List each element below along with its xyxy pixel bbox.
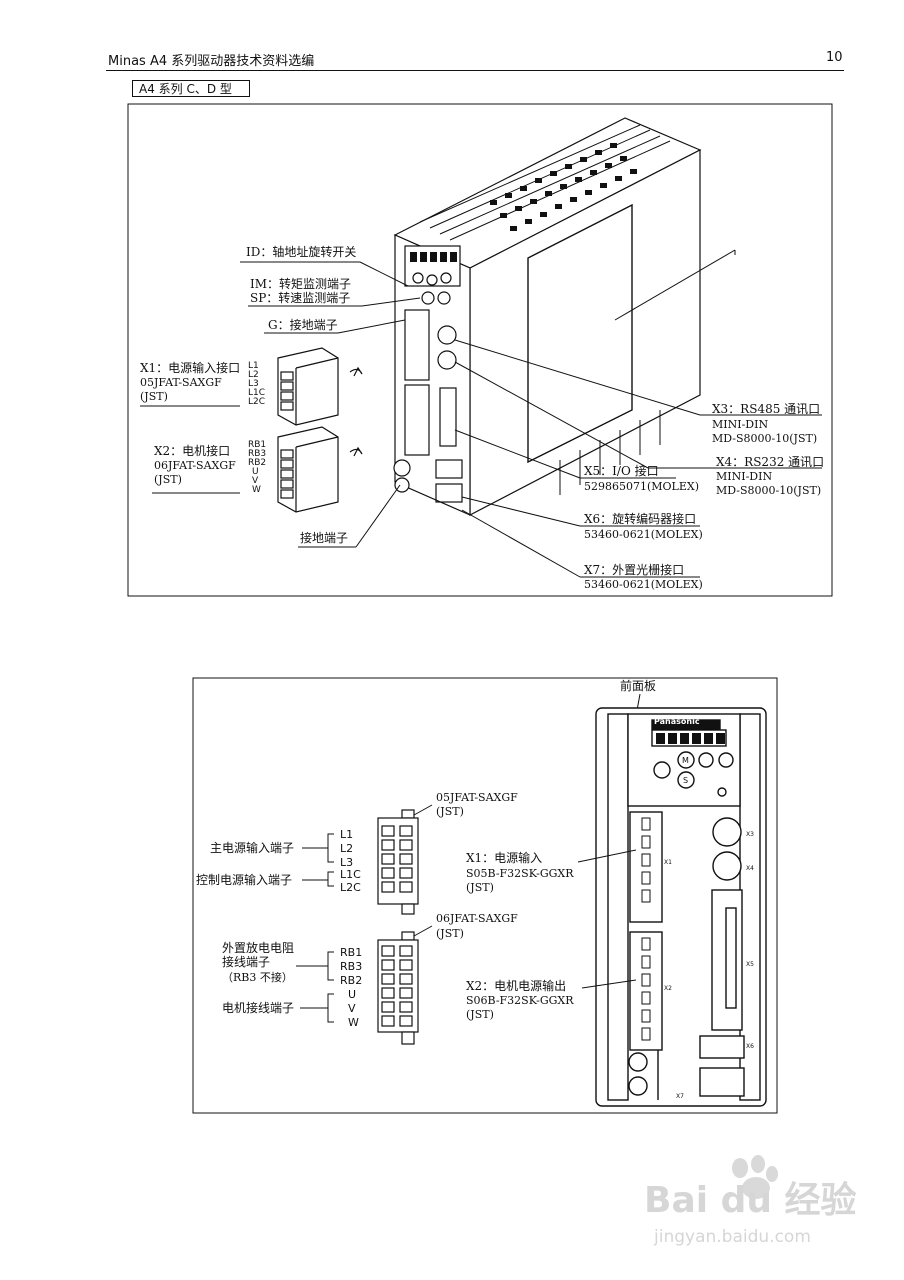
label-x2-title: X2：电机接口 bbox=[154, 443, 230, 458]
x1-pin-label: L3 bbox=[248, 379, 259, 389]
watermark-text: Bai du 经验 bbox=[644, 1180, 857, 1221]
conn2-pin-label: RB1 bbox=[340, 946, 362, 959]
x2-pin-label: W bbox=[252, 485, 261, 495]
label-x2-maker: (JST) bbox=[154, 473, 182, 486]
drive-isometric bbox=[393, 117, 702, 516]
conn2-pin-label: RB2 bbox=[340, 974, 362, 987]
label-im-terminal: IM：转矩监测端子 bbox=[250, 276, 351, 291]
conn1-pin-list: L1 L2 L3 L1C L2C bbox=[340, 828, 361, 894]
label-regen-line3: （RB3 不接） bbox=[222, 971, 293, 984]
x1-pin-label: L2 bbox=[248, 370, 259, 380]
conn2-pin-list: RB1 RB3 RB2 U V W bbox=[340, 946, 362, 1029]
conn1-pin-label: L3 bbox=[340, 856, 353, 869]
x2-pin-list: RB1 RB3 RB2 U V W bbox=[248, 440, 266, 495]
label-x1-title: X1：电源输入接口 bbox=[140, 360, 240, 375]
page-number: 10 bbox=[826, 50, 843, 65]
label-x5-title: X5：I/O 接口 bbox=[584, 463, 659, 478]
conn1-pin-label: L2 bbox=[340, 842, 353, 855]
label-f2-x1-part: S05B-F32SK-GGXR bbox=[466, 867, 574, 880]
label-f2-x2-maker: (JST) bbox=[466, 1008, 494, 1021]
x4-mark: X4 bbox=[746, 865, 754, 872]
figure2-frame bbox=[192, 677, 778, 1114]
label-x1-part: 05JFAT-SAXGF bbox=[140, 376, 222, 389]
watermark-logo: Bai du 经验 jingyan.baidu.com bbox=[644, 1155, 857, 1247]
x2-pin-label: RB2 bbox=[248, 458, 266, 468]
label-x6-title: X6：旋转编码器接口 bbox=[584, 511, 696, 526]
label-id-switch: ID：轴地址旋转开关 bbox=[246, 244, 356, 259]
label-x6-part: 53460-0621(MOLEX) bbox=[584, 528, 703, 541]
label-f2-x1-maker: (JST) bbox=[466, 881, 494, 894]
label-f2-x2-title: X2：电机电源输出 bbox=[466, 978, 566, 993]
figure2-leaders bbox=[296, 804, 637, 1023]
conn2-pin-label: W bbox=[348, 1016, 359, 1029]
x1-socket-slots bbox=[641, 817, 651, 903]
x7-mark: X7 bbox=[676, 1093, 684, 1100]
label-x3-type: MINI-DIN bbox=[712, 418, 768, 431]
x5-mark: X5 bbox=[746, 961, 754, 968]
x6-mark: X6 bbox=[746, 1043, 754, 1050]
figure1-leaders bbox=[140, 249, 822, 578]
x2-plug-drawing bbox=[277, 426, 363, 513]
label-x3-part: MD-S8000-10(JST) bbox=[712, 432, 817, 445]
label-conn2-maker: (JST) bbox=[436, 927, 464, 940]
button-m-label: M bbox=[682, 756, 689, 765]
conn1-pin-label: L1C bbox=[340, 868, 361, 881]
x1-pin-label: L1 bbox=[248, 361, 259, 371]
conn2-pin-label: RB3 bbox=[340, 960, 362, 973]
header-title: Minas A4 系列驱动器技术资料选编 bbox=[108, 54, 315, 69]
drive-front-view bbox=[595, 707, 767, 1107]
label-conn2-part: 06JFAT-SAXGF bbox=[436, 912, 518, 925]
conn1-plug-drawing bbox=[377, 809, 419, 915]
label-f2-x1-title: X1：电源输入 bbox=[466, 850, 542, 865]
x1-plug-drawing bbox=[277, 347, 363, 426]
x1-pin-label: L1C bbox=[248, 388, 265, 398]
conn2-pin-label: U bbox=[348, 988, 356, 1001]
label-x3-title: X3：RS485 通讯口 bbox=[712, 402, 820, 416]
x2-pin-label: RB3 bbox=[248, 449, 266, 459]
conn1-pin-label: L1 bbox=[340, 828, 353, 841]
brand-logo: Panasonic bbox=[654, 717, 700, 726]
header-rule bbox=[106, 70, 844, 71]
x1-mark: X1 bbox=[664, 859, 672, 866]
label-conn1-part: 05JFAT-SAXGF bbox=[436, 791, 518, 804]
label-regen-line2: 接线端子 bbox=[222, 954, 270, 969]
label-regen-line1: 外置放电电阻 bbox=[222, 940, 294, 955]
label-g-terminal: G：接地端子 bbox=[268, 317, 338, 332]
label-sp-terminal: SP：转速监测端子 bbox=[250, 290, 350, 305]
x2-socket-slots bbox=[641, 937, 651, 1041]
label-motor-terminal: 电机接线端子 bbox=[222, 1000, 294, 1015]
x2-pin-label: U bbox=[252, 467, 259, 477]
x3-mark: X3 bbox=[746, 831, 754, 838]
conn1-pin-label: L2C bbox=[340, 881, 361, 894]
label-x4-part: MD-S8000-10(JST) bbox=[716, 484, 821, 497]
figure1-frame bbox=[127, 103, 833, 597]
x2-pin-label: RB1 bbox=[248, 440, 266, 450]
label-x4-type: MINI-DIN bbox=[716, 470, 772, 483]
button-s-label: S bbox=[683, 776, 688, 785]
page-header: Minas A4 系列驱动器技术资料选编 10 bbox=[0, 0, 904, 80]
series-tag: A4 系列 C、D 型 bbox=[132, 80, 250, 97]
paw-icon bbox=[732, 1155, 778, 1199]
label-control-power: 控制电源输入端子 bbox=[196, 872, 292, 887]
label-main-power: 主电源输入端子 bbox=[210, 840, 294, 855]
label-x7-title: X7：外置光栅接口 bbox=[584, 562, 684, 577]
conn2-plug-drawing bbox=[377, 931, 419, 1045]
label-front-panel: 前面板 bbox=[620, 678, 656, 693]
x2-pin-label: V bbox=[252, 476, 259, 486]
label-f2-x2-part: S06B-F32SK-GGXR bbox=[466, 994, 574, 1007]
x1-pin-label: L2C bbox=[248, 397, 265, 407]
label-conn1-maker: (JST) bbox=[436, 805, 464, 818]
label-x7-part: 53460-0621(MOLEX) bbox=[584, 578, 703, 591]
x2-mark: X2 bbox=[664, 985, 672, 992]
label-x4-title: X4：RS232 通讯口 bbox=[716, 455, 824, 469]
x1-pin-list: L1 L2 L3 L1C L2C bbox=[248, 361, 265, 407]
label-ground: 接地端子 bbox=[300, 530, 348, 545]
conn2-pin-label: V bbox=[348, 1002, 356, 1015]
watermark-url: jingyan.baidu.com bbox=[653, 1227, 811, 1247]
label-x5-part: 529865071(MOLEX) bbox=[584, 480, 699, 493]
label-x2-part: 06JFAT-SAXGF bbox=[154, 459, 236, 472]
label-x1-maker: (JST) bbox=[140, 390, 168, 403]
